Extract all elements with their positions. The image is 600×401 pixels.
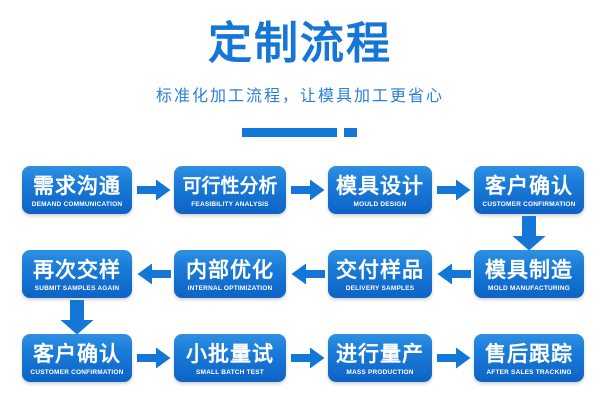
flow-step-mould-design[interactable]: 模具设计 MOULD DESIGN	[328, 166, 432, 214]
arrow-right-icon	[137, 347, 171, 369]
arrow-left-icon	[137, 263, 171, 285]
flow-step-label-cn: 进行量产	[336, 341, 424, 366]
flow-step-label-en: MOLD MANUFACTURING	[488, 284, 570, 292]
arrow-left-icon	[291, 263, 325, 285]
flow-step-label-cn: 售后跟踪	[485, 341, 573, 366]
flow-step-label-cn: 模具设计	[336, 173, 424, 198]
arrow-right-icon	[291, 347, 325, 369]
flow-step-label-en: SUBMIT SAMPLES AGAIN	[34, 284, 120, 292]
page-title: 定制流程	[208, 18, 392, 69]
title-divider	[242, 128, 362, 137]
flow-step-small-batch-test[interactable]: 小批量试 SMALL BATCH TEST	[174, 334, 286, 382]
flow-step-label-cn: 客户确认	[33, 341, 121, 366]
flow-step-feasibility-analysis[interactable]: 可行性分析 FEASIBILITY ANALYSIS	[174, 166, 286, 214]
flow-step-label-cn: 再次交样	[33, 257, 121, 282]
arrow-left-icon	[437, 263, 471, 285]
flow-step-customer-confirmation-2[interactable]: 客户确认 CUSTOMER CONFIRMATION	[22, 334, 132, 382]
flow-step-label-en: DELIVERY SAMPLES	[345, 284, 415, 292]
flow-step-label-cn: 交付样品	[336, 257, 424, 282]
flow-step-after-sales-tracking[interactable]: 售后跟踪 AFTER SALES TRACKING	[474, 334, 584, 382]
flow-step-label-en: FEASIBILITY ANALYSIS	[191, 200, 269, 208]
flow-step-label-cn: 内部优化	[186, 257, 274, 282]
flow-step-label-en: MOULD DESIGN	[353, 200, 407, 208]
flow-step-submit-samples-again[interactable]: 再次交样 SUBMIT SAMPLES AGAIN	[22, 250, 132, 298]
flow-step-label-cn: 模具制造	[485, 257, 573, 282]
arrow-right-icon	[437, 347, 471, 369]
flow-step-mass-production[interactable]: 进行量产 MASS PRODUCTION	[328, 334, 432, 382]
flow-step-label-cn: 可行性分析	[182, 174, 278, 197]
arrow-down-icon	[60, 300, 94, 335]
flow-step-label-en: DEMAND COMMUNICATION	[31, 200, 123, 208]
arrow-right-icon	[137, 179, 171, 201]
flow-step-label-en: MASS PRODUCTION	[346, 368, 414, 376]
flow-step-customer-confirmation-1[interactable]: 客户确认 CUSTOMER CONFIRMATION	[474, 166, 584, 214]
flow-step-label-cn: 客户确认	[485, 173, 573, 198]
flow-step-label-en: INTERNAL OPTIMIZATION	[187, 284, 273, 292]
flow-step-label-en: CUSTOMER CONFIRMATION	[482, 200, 576, 208]
flow-step-mold-manufacturing[interactable]: 模具制造 MOLD MANUFACTURING	[474, 250, 584, 298]
arrow-right-icon	[291, 179, 325, 201]
flow-step-internal-optimization[interactable]: 内部优化 INTERNAL OPTIMIZATION	[174, 250, 286, 298]
page-subtitle: 标准化加工流程，让模具加工更省心	[155, 86, 444, 105]
arrow-down-icon	[512, 216, 546, 251]
flow-step-label-en: AFTER SALES TRACKING	[486, 368, 572, 376]
flow-step-label-cn: 需求沟通	[33, 173, 121, 198]
arrow-right-icon	[437, 179, 471, 201]
flow-step-delivery-samples[interactable]: 交付样品 DELIVERY SAMPLES	[328, 250, 432, 298]
flow-step-label-cn: 小批量试	[186, 341, 274, 366]
divider-bar	[242, 128, 337, 137]
flow-step-label-en: CUSTOMER CONFIRMATION	[30, 368, 124, 376]
divider-square	[344, 128, 357, 137]
flow-step-label-en: SMALL BATCH TEST	[196, 368, 264, 376]
flow-step-demand-communication[interactable]: 需求沟通 DEMAND COMMUNICATION	[22, 166, 132, 214]
